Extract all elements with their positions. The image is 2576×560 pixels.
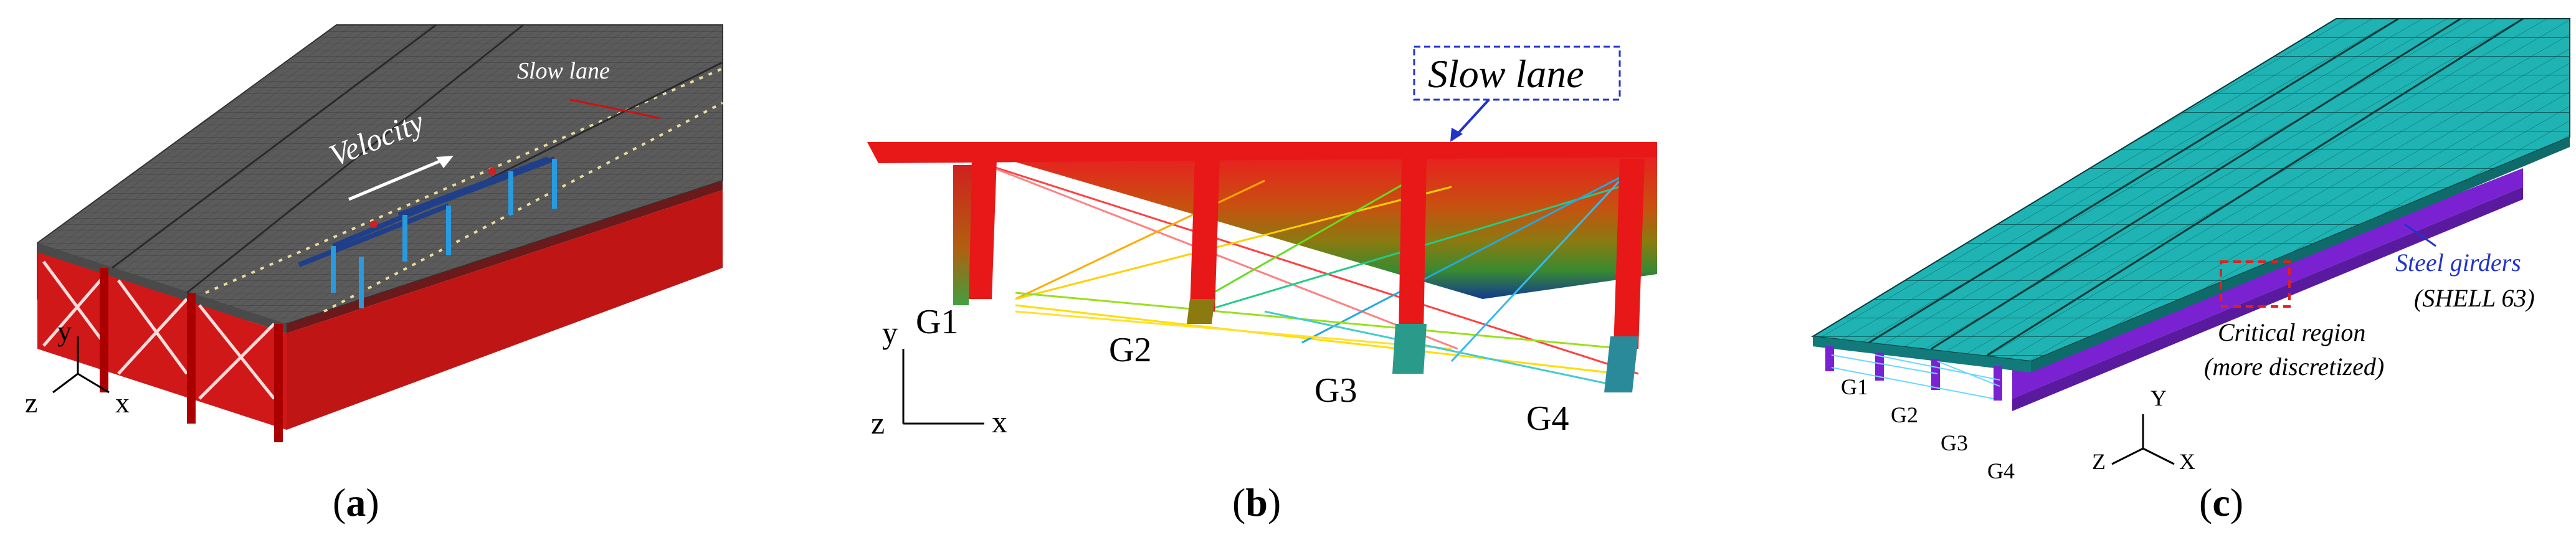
axis-triad	[902, 349, 984, 425]
panel-b: Slow lane G1 G2 G3 G4 y z x (b)	[829, 0, 1701, 560]
g4-label: G4	[1526, 399, 1569, 438]
girders	[953, 159, 1645, 392]
truss-girders	[37, 190, 723, 442]
caption-a: (a)	[333, 480, 379, 524]
bridge-deck-with-vehicle-model	[37, 24, 723, 442]
cross-bracing	[977, 161, 1639, 387]
g4-label: G4	[1987, 458, 2015, 483]
vehicle-model	[298, 156, 557, 308]
caption-c: (c)	[2199, 480, 2244, 524]
caption-b: (b)	[1232, 480, 1281, 524]
g1-label: G1	[916, 303, 959, 341]
steel-girders-label: Steel girders	[2395, 249, 2521, 277]
panel-c: Steel girders (SHELL 63) Critical region…	[1807, 0, 2576, 560]
axis-triad	[52, 336, 110, 394]
steel-girders-type-label: (SHELL 63)	[2414, 284, 2535, 312]
axis-z-label: z	[25, 387, 38, 419]
axis-x-label: X	[2179, 449, 2195, 474]
shell-element-model	[1810, 17, 2570, 465]
axis-triad	[2111, 414, 2175, 465]
girder-ends	[1825, 346, 2002, 401]
slow-lane-label: Slow lane	[1428, 52, 1584, 96]
axis-z-label: Z	[2092, 449, 2106, 474]
critical-region-note: (more discretized)	[2204, 353, 2385, 381]
g2-label: G2	[1891, 402, 1918, 427]
axis-y-label: Y	[2151, 386, 2167, 411]
slow-lane-label: Slow lane	[517, 58, 610, 84]
g3-label: G3	[1314, 371, 1357, 410]
axis-y-label: y	[882, 315, 898, 350]
critical-region-label: Critical region	[2218, 318, 2366, 346]
girder-section-model	[866, 45, 1657, 425]
g2-label: G2	[1109, 331, 1152, 369]
critical-region-box	[2220, 260, 2291, 308]
g1-label: G1	[1841, 374, 1868, 399]
panel-a: Slow lane Velocity y z x (a)	[0, 0, 729, 560]
slow-lane-box	[1413, 45, 1621, 101]
axis-x-label: x	[992, 404, 1007, 439]
axis-x-label: x	[115, 387, 130, 419]
g3-label: G3	[1941, 430, 1968, 455]
axis-z-label: z	[871, 406, 885, 440]
axis-y-label: y	[57, 315, 72, 347]
